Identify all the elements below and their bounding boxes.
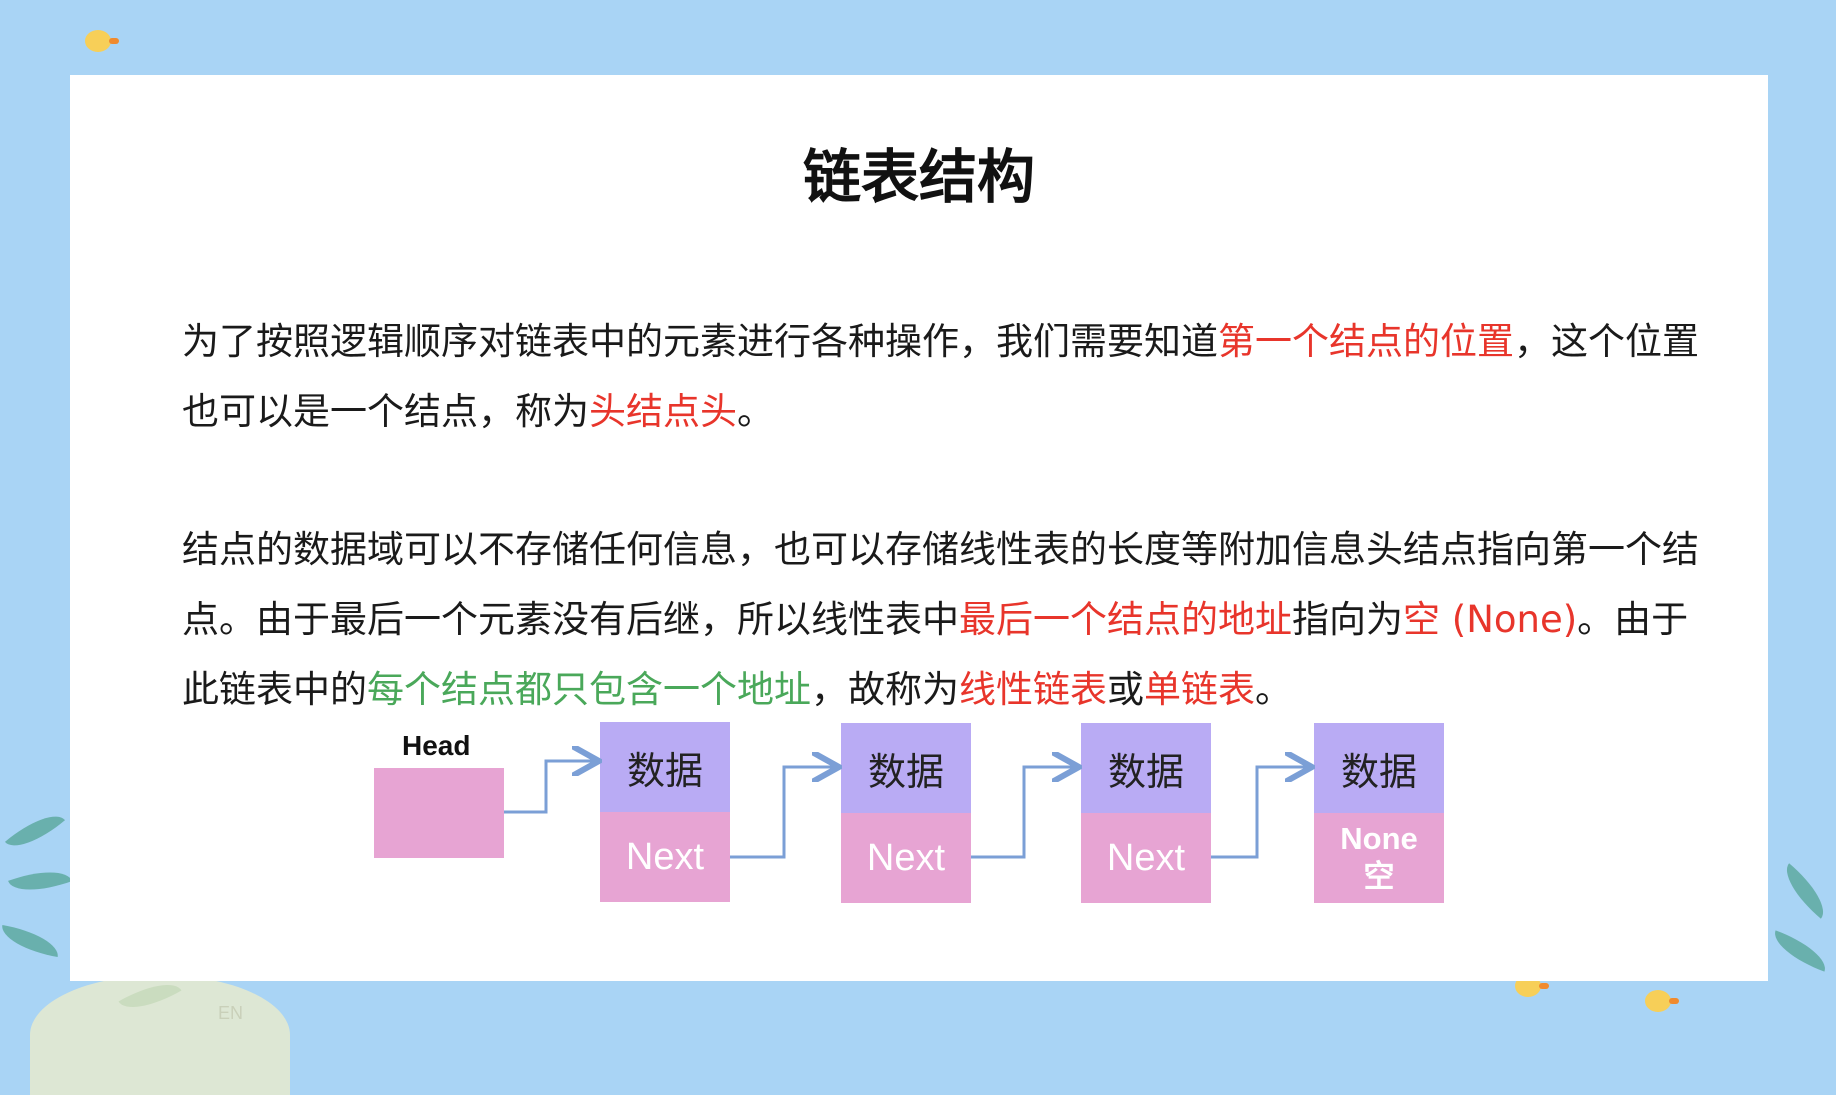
pointer-arrow	[971, 767, 1076, 859]
head-label: Head	[402, 730, 471, 761]
paragraph-text: 为了按照逻辑顺序对链表中的元素进行各种操作，我们需要知道	[182, 320, 1218, 363]
list-node: 数据 Next	[600, 722, 730, 902]
linked-list-diagram: Head 数据 Next 数据 Next 数据 Next 数据 None 空	[70, 75, 1768, 981]
highlighted-term: 单链表	[1144, 668, 1255, 711]
head-node-box	[374, 768, 504, 858]
list-node: 数据 Next	[841, 723, 971, 903]
null-label: 空	[1363, 859, 1395, 894]
none-label: None	[1340, 821, 1418, 856]
node-data-cell: 数据	[600, 722, 730, 812]
duck-icon	[85, 30, 119, 52]
highlighted-term: 头结点头	[589, 390, 737, 433]
node-next-cell: Next	[1081, 813, 1211, 903]
pointer-arrow	[504, 761, 596, 814]
paragraph-text: 或	[1107, 668, 1144, 711]
highlighted-term: 线性链表	[959, 668, 1107, 711]
content-card: 链表结构 为了按照逻辑顺序对链表中的元素进行各种操作，我们需要知道第一个结点的位…	[70, 75, 1768, 981]
paragraph-text: 。	[1255, 668, 1292, 711]
node-data-cell: 数据	[1081, 723, 1211, 813]
paragraph-text: 指向为	[1292, 598, 1403, 641]
compass-label: EN	[218, 1003, 244, 1023]
node-next-cell: Next	[841, 813, 971, 903]
list-node-tail: 数据 None 空	[1314, 723, 1444, 903]
paragraph-text: 结点的数据域可以不存储任何信息，也可以存储线性表的长度等附加信息头结点指向第一个…	[182, 528, 1699, 641]
pointer-arrows	[504, 75, 1768, 859]
pointer-arrow	[1211, 767, 1309, 859]
pointer-arrow	[730, 767, 836, 859]
paragraph-text: 。	[737, 390, 774, 433]
highlighted-term: 最后一个结点的地址	[959, 598, 1292, 641]
node-none-cell: None 空	[1314, 813, 1444, 903]
compass-decoration	[30, 975, 290, 1095]
paragraph-head-node: 为了按照逻辑顺序对链表中的元素进行各种操作，我们需要知道第一个结点的位置，这个位…	[182, 307, 1702, 447]
highlighted-term: 每个结点都只包含一个地址	[367, 668, 811, 711]
node-data-cell: 数据	[841, 723, 971, 813]
paragraph-text: ，这个位置也可以是一个结点，称为	[182, 320, 1699, 433]
duck-icon	[1645, 990, 1679, 1012]
list-node: 数据 Next	[1081, 723, 1211, 903]
node-next-cell: Next	[600, 812, 730, 902]
paragraph-text: 。由于此链表中的	[182, 598, 1689, 711]
paragraph-linked-list: 结点的数据域可以不存储任何信息，也可以存储线性表的长度等附加信息头结点指向第一个…	[182, 515, 1702, 725]
slide-title: 链表结构	[802, 143, 1035, 211]
paragraph-text: ，故称为	[811, 668, 959, 711]
highlighted-term: 空 (None)	[1403, 598, 1578, 641]
highlighted-term: 第一个结点的位置	[1218, 320, 1514, 363]
node-data-cell: 数据	[1314, 723, 1444, 813]
